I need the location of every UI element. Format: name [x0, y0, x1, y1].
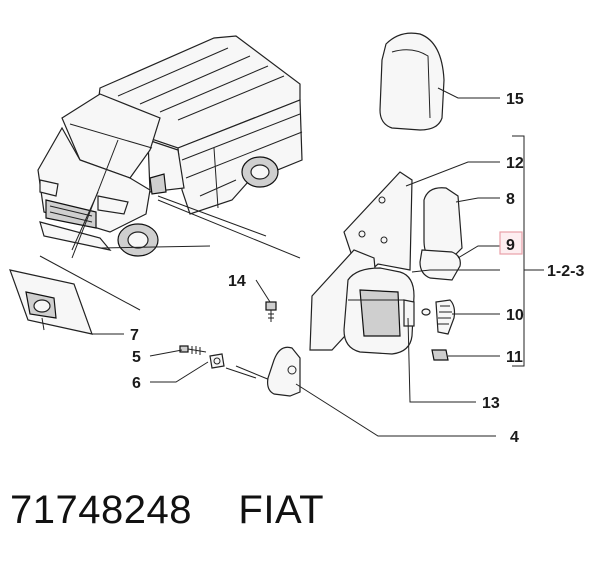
clip-11-part [431, 349, 449, 361]
leader-14 [255, 279, 271, 303]
label-10: 10 [506, 307, 524, 324]
label-4: 4 [510, 429, 519, 446]
leader-15 [437, 87, 500, 99]
label-5: 5 [132, 349, 141, 366]
leader-9 [457, 245, 500, 259]
mirror-housing-part [343, 267, 415, 355]
part-number: 71748248 [10, 488, 192, 532]
leader-123 [411, 269, 500, 273]
label-8: 8 [506, 191, 515, 208]
mirror-cover-part [379, 32, 445, 131]
leader-13 [407, 317, 476, 403]
grommet-6-part [209, 353, 225, 369]
label-1-2-3: 1-2-3 [547, 263, 584, 280]
screw-14-part [265, 301, 277, 322]
leader-8 [455, 197, 500, 203]
mirror-glass-part [423, 187, 463, 259]
label-11: 11 [506, 349, 523, 366]
turn-signal-part [421, 299, 456, 335]
van-illustration [37, 35, 303, 257]
leader-van-to-part7 [39, 255, 141, 311]
leader-5 [149, 349, 183, 357]
cover-cap-4-part [267, 346, 301, 397]
leader-12 [405, 161, 500, 187]
label-15: 15 [506, 91, 524, 108]
label-13: 13 [482, 395, 500, 412]
leader-van-to-side-mirror [157, 195, 301, 259]
part-number-caption: 71748248 FIAT [10, 488, 324, 533]
label-9: 9 [506, 237, 515, 254]
brand-name: FIAT [238, 488, 325, 532]
label-7: 7 [130, 327, 139, 344]
label-12: 12 [506, 155, 524, 172]
label-6: 6 [132, 375, 141, 392]
label-14: 14 [228, 273, 246, 290]
lower-mirror-glass-part [419, 249, 461, 281]
interior-mirror-part [9, 269, 93, 335]
leader-4 [295, 383, 496, 437]
leader-van-inner [71, 191, 99, 251]
leader-6-to-4 [225, 365, 271, 381]
leader-van-base [99, 245, 211, 249]
label-9-highlight [499, 231, 523, 255]
group-bracket [512, 135, 525, 367]
leader-6 [150, 361, 209, 383]
bolt-5-part [179, 345, 207, 355]
